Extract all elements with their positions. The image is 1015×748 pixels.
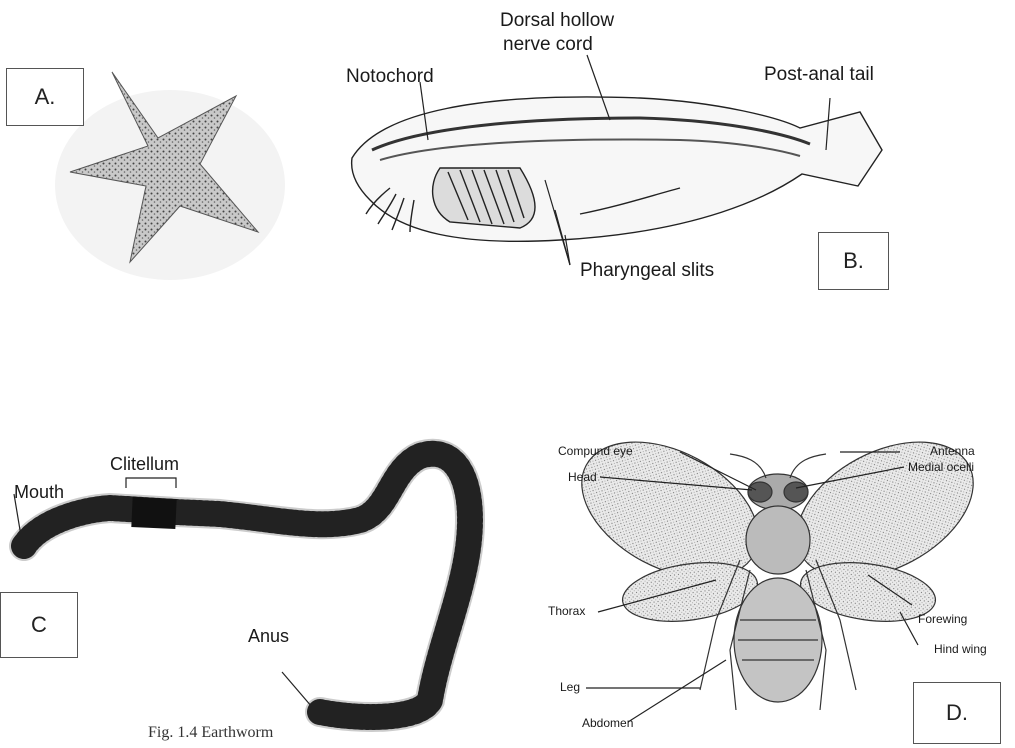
label-post-anal-tail: Post-anal tail — [764, 64, 874, 86]
insect-illustration — [559, 414, 996, 710]
label-leg: Leg — [560, 680, 580, 694]
earthworm-illustration — [24, 454, 470, 717]
label-medial-ocelli: Medial ocelli — [908, 460, 974, 474]
label-pharyngeal-slits: Pharyngeal slits — [580, 260, 714, 282]
label-compound-eye: Compund eye — [558, 444, 633, 458]
label-hind-wing: Hind wing — [934, 642, 987, 656]
lancelet-illustration — [352, 97, 882, 241]
label-antenna: Antenna — [930, 444, 975, 458]
label-clitellum: Clitellum — [110, 454, 179, 475]
label-abdomen: Abdomen — [582, 716, 633, 730]
label-mouth: Mouth — [14, 482, 64, 503]
figure-caption: Fig. 1.4 Earthworm — [148, 724, 273, 742]
panel-label-b: B. — [818, 232, 889, 290]
panel-label-d: D. — [913, 682, 1001, 744]
panel-label-a: A. — [6, 68, 84, 126]
starfish-illustration — [55, 72, 285, 280]
label-forewing: Forewing — [918, 612, 967, 626]
label-dorsal-nerve-cord-line2: nerve cord — [503, 34, 593, 56]
label-head: Head — [568, 470, 597, 484]
label-thorax: Thorax — [548, 604, 585, 618]
panel-label-c: C — [0, 592, 78, 658]
label-anus: Anus — [248, 626, 289, 647]
label-dorsal-nerve-cord-line1: Dorsal hollow — [500, 10, 614, 32]
label-notochord: Notochord — [346, 66, 434, 88]
